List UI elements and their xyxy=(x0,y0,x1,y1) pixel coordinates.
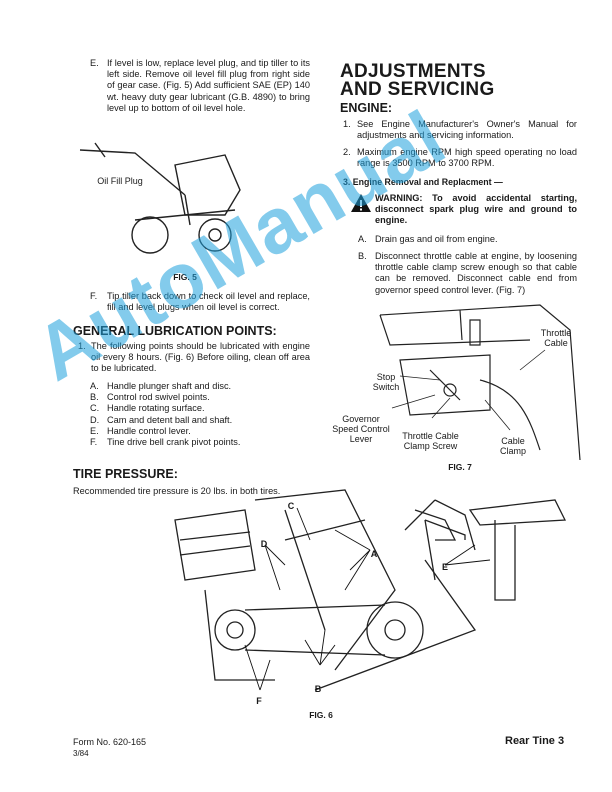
fig7-stop-switch-label: Stop Switch xyxy=(372,372,400,392)
lubrication-intro: 1.The following points should be lubrica… xyxy=(78,341,310,374)
step-f: F.Tip tiller back down to check oil leve… xyxy=(90,291,310,313)
list-item: C.Handle rotating surface. xyxy=(90,403,205,414)
fig7-engine-illustration xyxy=(379,304,581,460)
page-number: Rear Tine 3 xyxy=(505,735,565,747)
fig7-caption: FIG. 7 xyxy=(448,462,472,472)
lubrication-list: A.Handle plunger shaft and disc. B.Contr… xyxy=(90,381,310,448)
list-item: F.Tine drive bell crank pivot points. xyxy=(90,437,241,448)
title-line-2: AND SERVICING xyxy=(340,79,495,100)
fig7-clamp-screw-label: Throttle Cable Clamp Screw xyxy=(402,431,459,451)
form-date: 3/84 xyxy=(73,749,89,758)
engine-heading: ENGINE: xyxy=(340,101,393,115)
fig5-caption: FIG. 5 xyxy=(173,272,197,282)
list-item: E.Handle control lever. xyxy=(90,425,191,436)
engine-item-2: 2.Maximum engine RPM high speed operatin… xyxy=(343,147,577,169)
fig7-governor-label: Governor Speed Control Lever xyxy=(332,414,390,444)
fig6-label-b: B xyxy=(314,684,322,694)
title-line-1: ADJUSTMENTS xyxy=(340,61,486,82)
step-3-heading: 3. Engine Removal and Replacment — xyxy=(343,177,503,187)
lubrication-heading: GENERAL LUBRICATION POINTS: xyxy=(73,324,277,338)
step-3a: A.Drain gas and oil from engine. xyxy=(358,234,498,244)
form-number: Form No. 620-165 xyxy=(73,737,147,747)
step-e: E.If level is low, replace level plug, a… xyxy=(90,58,310,113)
fig6-label-f: F xyxy=(256,696,262,706)
fig6-label-e: E xyxy=(441,562,448,572)
fig5-oil-fill-plug-label: Oil Fill Plug xyxy=(97,176,143,186)
fig6-label-c: C xyxy=(287,501,295,511)
list-item: A.Handle plunger shaft and disc. xyxy=(90,381,232,391)
fig6-caption: FIG. 6 xyxy=(309,710,333,720)
tire-pressure-heading: TIRE PRESSURE: xyxy=(73,467,178,481)
fig5-tiller-illustration xyxy=(79,142,241,254)
fig6-label-a: A xyxy=(370,549,378,559)
step-3b: B.Disconnect throttle cable at engine, b… xyxy=(358,251,577,295)
fig6-tiller-illustration xyxy=(174,489,567,691)
engine-item-1: 1.See Engine Manufacturer's Owner's Manu… xyxy=(343,119,577,141)
fig6-label-d: D xyxy=(260,539,268,549)
fig7-throttle-cable-label: Throttle Cable xyxy=(540,328,572,348)
warning-text: WARNING: To avoid accidental starting, d… xyxy=(375,193,577,226)
warning-icon xyxy=(351,194,371,212)
tire-pressure-text: Recommended tire pressure is 20 lbs. in … xyxy=(73,486,281,496)
list-item: B.Control rod swivel points. xyxy=(90,392,210,403)
fig7-cable-clamp-label: Cable Clamp xyxy=(499,436,526,456)
list-item: D.Cam and detent ball and shaft. xyxy=(90,414,233,425)
